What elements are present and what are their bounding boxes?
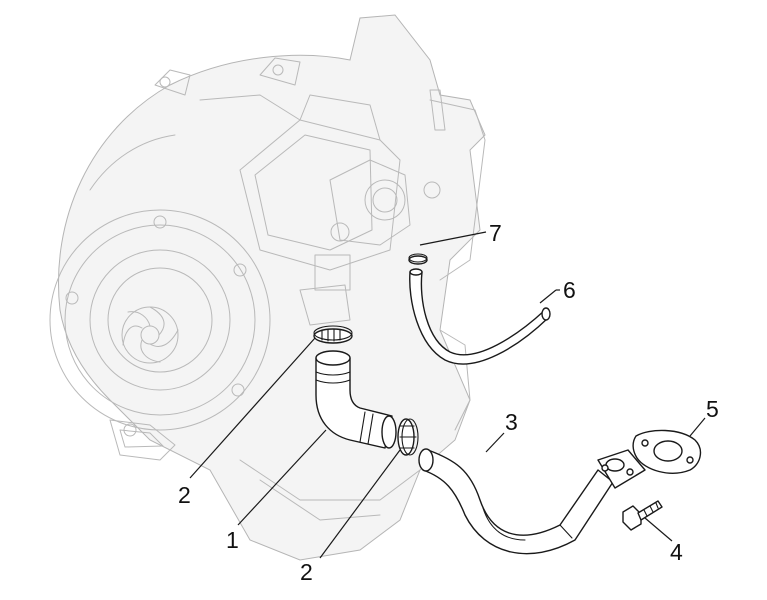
part-6-thin-hose bbox=[409, 268, 551, 365]
callout-7: 7 bbox=[489, 220, 502, 246]
callout-4: 4 bbox=[670, 539, 683, 565]
leader-2b bbox=[319, 449, 401, 559]
callout-1: 1 bbox=[226, 527, 239, 553]
part-2-lower-hose-clamp bbox=[397, 418, 419, 456]
callout-5: 5 bbox=[706, 396, 719, 422]
callout-6: 6 bbox=[563, 277, 576, 303]
leader-1 bbox=[237, 429, 327, 526]
callout-2-lower: 2 bbox=[300, 559, 313, 585]
part-4-bolt bbox=[622, 500, 663, 531]
part-2-upper-hose-clamp bbox=[313, 325, 353, 344]
part-3-main-hose bbox=[418, 448, 614, 555]
leader-2a bbox=[189, 337, 316, 479]
leader-lines bbox=[189, 231, 706, 559]
leader-5 bbox=[689, 417, 706, 437]
part-7-small-clamp bbox=[408, 253, 428, 265]
leader-3 bbox=[485, 432, 505, 453]
callout-labels: 7 6 5 3 4 1 2 2 bbox=[178, 220, 719, 585]
leader-7 bbox=[419, 231, 487, 246]
callout-3: 3 bbox=[505, 409, 518, 435]
callout-2-upper: 2 bbox=[178, 482, 191, 508]
leader-4 bbox=[644, 517, 673, 542]
part-1-elbow-hose bbox=[315, 350, 397, 449]
part-5-gasket bbox=[632, 429, 702, 474]
leader-6 bbox=[539, 289, 557, 304]
hose-flange bbox=[597, 449, 646, 489]
